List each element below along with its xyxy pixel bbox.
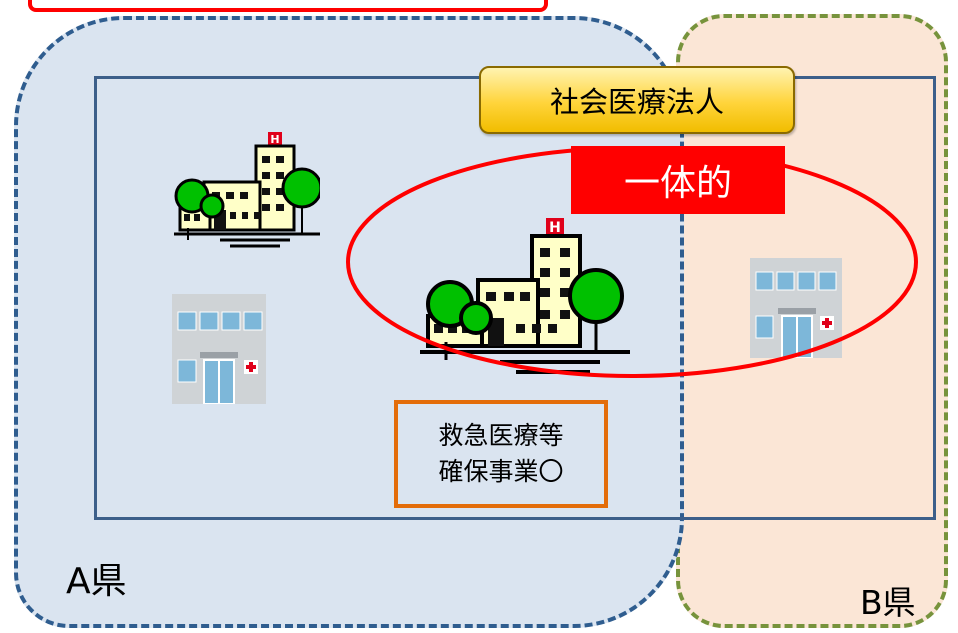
integrated-badge: 一体的 [571, 146, 785, 214]
emergency-line-1: 救急医療等 [438, 421, 564, 450]
emergency-project-box: 救急医療等 確保事業〇 [394, 400, 608, 508]
region-a-label: A県 [66, 561, 127, 602]
svg-text:H: H [270, 133, 279, 146]
region-b-label: B県 [860, 583, 916, 622]
clinic-icon-left [172, 294, 266, 404]
emergency-line-2: 確保事業〇 [438, 457, 564, 486]
svg-text:H: H [549, 220, 561, 236]
corporation-label: 社会医療法人 [479, 66, 795, 134]
clinic-icon-right [750, 258, 842, 358]
top-callout-frame [28, 0, 548, 12]
hospital-icon: H [174, 132, 320, 248]
